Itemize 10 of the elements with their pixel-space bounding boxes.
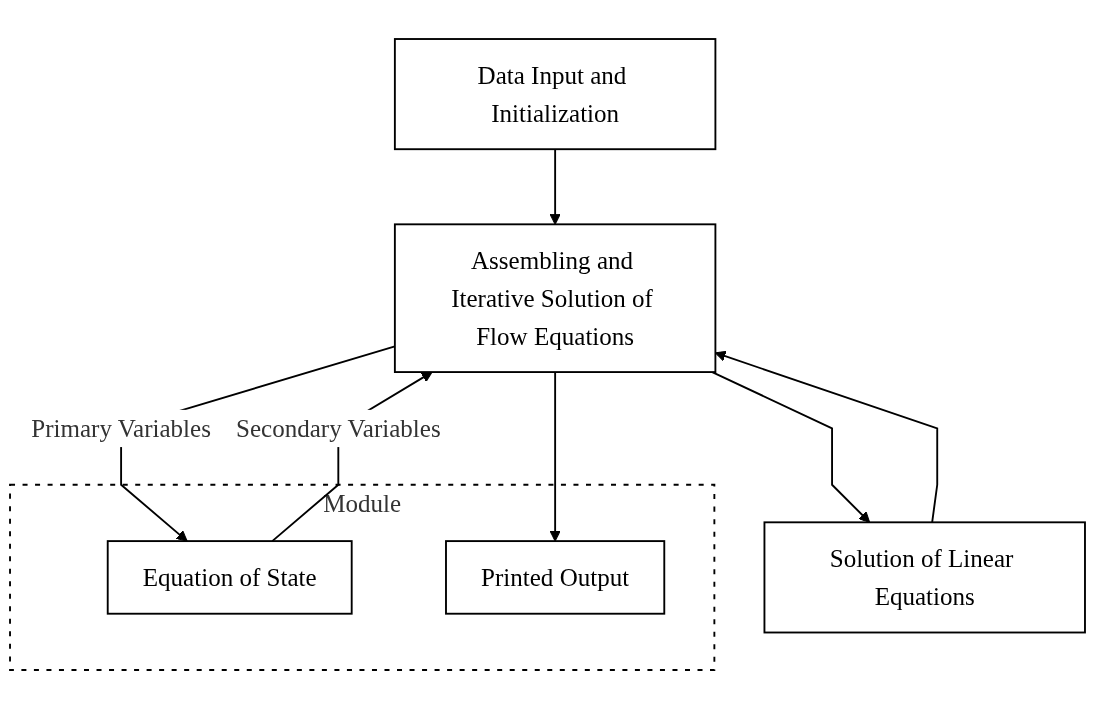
node-box: Printed Output — [445, 540, 666, 615]
node-box: Equation of State — [106, 540, 353, 615]
arrow — [711, 371, 871, 523]
arrow — [549, 148, 561, 225]
node-box: Assembling and Iterative Solution of Flow Equations — [393, 223, 717, 373]
node-box: Solution of Linear Equations — [763, 521, 1086, 634]
edge-label: Primary Variables — [31, 414, 211, 443]
edge-label: Secondary Variables — [235, 414, 441, 443]
arrow — [549, 371, 561, 542]
node-box: Data Input and Initialization — [393, 38, 717, 151]
